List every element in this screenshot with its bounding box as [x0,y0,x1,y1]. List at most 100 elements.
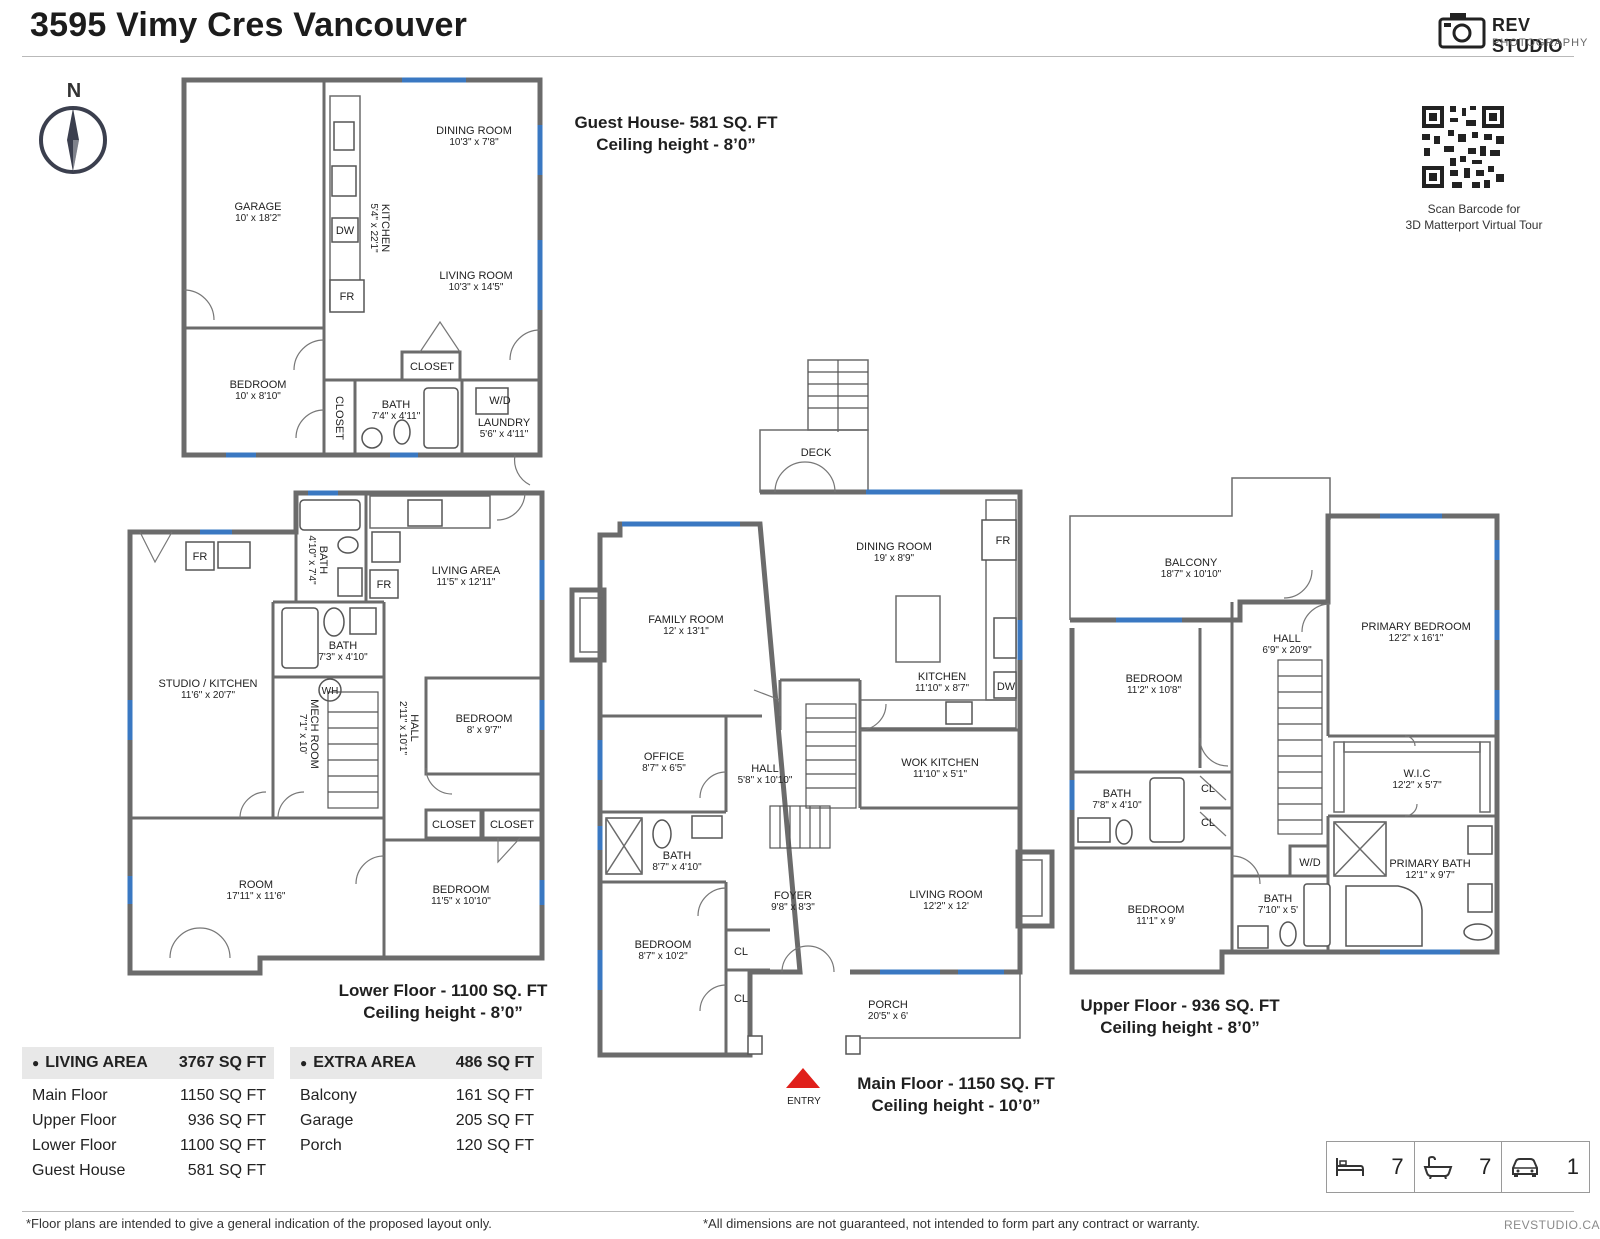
qr-code-icon[interactable] [1420,104,1506,190]
room-label: BATH [1103,788,1132,800]
room-dimension: 5'8" x 10'10" [738,775,793,786]
main-floor-ceiling: Ceiling height - 10’0” [871,1096,1041,1115]
room-label: BALCONY [1165,557,1218,569]
main-floor-area: Main Floor - 1150 SQ. FT [857,1074,1055,1093]
room-label: CLOSET [490,819,534,831]
row-value: 120 SQ FT [455,1136,534,1154]
appliance-label: FR [340,291,355,303]
room-label: MECH ROOM [308,699,320,769]
row-value: 161 SQ FT [455,1086,534,1104]
room-label: BEDROOM [1126,673,1183,685]
footer-website[interactable]: REVSTUDIO.CA [1504,1218,1600,1232]
appliance-label: DW [336,225,355,237]
top-divider [22,56,1574,57]
room-dimension: 18'7" x 10'10" [1161,569,1222,580]
row-name: Porch [300,1136,342,1154]
row-value: 936 SQ FT [187,1111,266,1129]
room-dimension: 11'1" x 9' [1136,916,1176,927]
row-name: Guest House [32,1161,126,1179]
room-dimension: 8' x 9'7" [467,725,502,736]
room-label: KITCHEN [379,204,391,252]
bed-count: 7 [1391,1154,1404,1179]
brand-subtitle: PHOTOGRAPHY [1492,37,1589,49]
room-dimension: 12' x 13'1" [663,626,709,637]
room-label: CL [734,946,748,958]
table-row: Upper Floor 936 SQ FT [22,1108,274,1133]
footer-disclaimer-right: *All dimensions are not guaranteed, not … [703,1216,1200,1231]
brand-name: REV STUDIO [1492,15,1564,56]
room-label: FOYER [774,890,812,902]
room-dimension: 5'6" x 4'11" [480,429,529,440]
room-label: BATH [329,640,358,652]
room-label: BEDROOM [1128,904,1185,916]
table-row: Balcony 161 SQ FT [290,1083,542,1108]
room-dimension: 11'2" x 10'8" [1127,685,1182,696]
room-label: CLOSET [410,361,454,373]
room-dimension: 10'3" x 7'8" [449,137,499,148]
room-dimension: 8'7" x 6'5" [642,763,686,774]
room-dimension: 7'10" x 5' [1258,905,1298,916]
main-floor-label: Main Floor - 1150 SQ. FT Ceiling height … [836,1073,1076,1117]
guest-house-label: Guest House- 581 SQ. FT Ceiling height -… [556,112,796,156]
garage-count: 1 [1566,1154,1580,1179]
room-label: WOK KITCHEN [901,757,979,769]
room-dimension: 10'3" x 14'5" [449,282,504,293]
footer-disclaimer-left: *Floor plans are intended to give a gene… [26,1216,492,1231]
upper-floor-label: Upper Floor - 936 SQ. FT Ceiling height … [1060,995,1300,1039]
appliance-label: FR [377,579,392,591]
room-label: PRIMARY BATH [1389,858,1470,870]
extra-area-label: EXTRA AREA [313,1054,417,1071]
room-dimension: 11'10" x 8'7" [915,683,970,694]
bullet-icon: ● [300,1056,308,1070]
row-value: 581 SQ FT [187,1161,266,1179]
room-label: BATH [317,546,329,575]
compass-icon: N [39,80,107,174]
room-label: CLOSET [333,396,345,440]
appliance-label: WH [322,686,339,697]
page-title: 3595 Vimy Cres Vancouver [30,6,468,44]
bed-count-cell: 7 [1327,1142,1415,1192]
room-dimension: 19' x 8'9" [874,553,915,564]
upper-floor-plan [1069,477,1500,975]
bottom-divider [22,1211,1574,1212]
room-label: LIVING AREA [432,565,501,577]
compass-north-label: N [67,80,81,102]
row-name: Upper Floor [32,1111,117,1129]
brand-logo: REV STUDIO PHOTOGRAPHY [1438,10,1589,56]
room-dimension: 10' x 8'10" [235,391,281,402]
appliance-label: FR [193,551,208,563]
room-label: PRIMARY BEDROOM [1361,621,1471,633]
guest-house-area: Guest House- 581 SQ. FT [574,113,778,132]
lower-floor-area: Lower Floor - 1100 SQ. FT [338,981,548,1000]
row-name: Balcony [300,1086,357,1104]
lower-floor-plan [127,490,545,976]
room-dimension: 11'5" x 12'11" [437,577,496,588]
room-label: DINING ROOM [436,125,512,137]
row-value: 205 SQ FT [455,1111,534,1129]
room-dimension: 6'9" x 20'9" [1262,645,1312,656]
room-label: BEDROOM [433,884,490,896]
room-label: GARAGE [234,201,281,213]
room-label: LAUNDRY [478,417,531,429]
room-label: CL [1201,817,1215,829]
room-label: HALL [751,763,779,775]
room-label: HALL [1273,633,1301,645]
bed-icon [1336,1158,1364,1176]
appliance-label: W/D [1299,857,1320,869]
appliance-label: FR [996,535,1011,547]
extra-area-total: 486 SQ FT [455,1054,534,1071]
upper-floor-ceiling: Ceiling height - 8’0” [1100,1018,1260,1037]
room-dimension: 12'2" x 5'7" [1392,780,1442,791]
lower-floor-ceiling: Ceiling height - 8’0” [363,1003,523,1022]
living-area-total: 3767 SQ FT [178,1054,266,1071]
room-dimension: 17'11" x 11'6" [227,891,286,902]
lower-floor-label: Lower Floor - 1100 SQ. FT Ceiling height… [318,980,568,1024]
garage-count-cell: 1 [1502,1142,1589,1192]
car-icon [1512,1158,1539,1177]
room-label: KITCHEN [918,671,966,683]
room-label: BEDROOM [635,939,692,951]
room-label: DECK [801,447,832,459]
room-label: PORCH [868,999,908,1011]
